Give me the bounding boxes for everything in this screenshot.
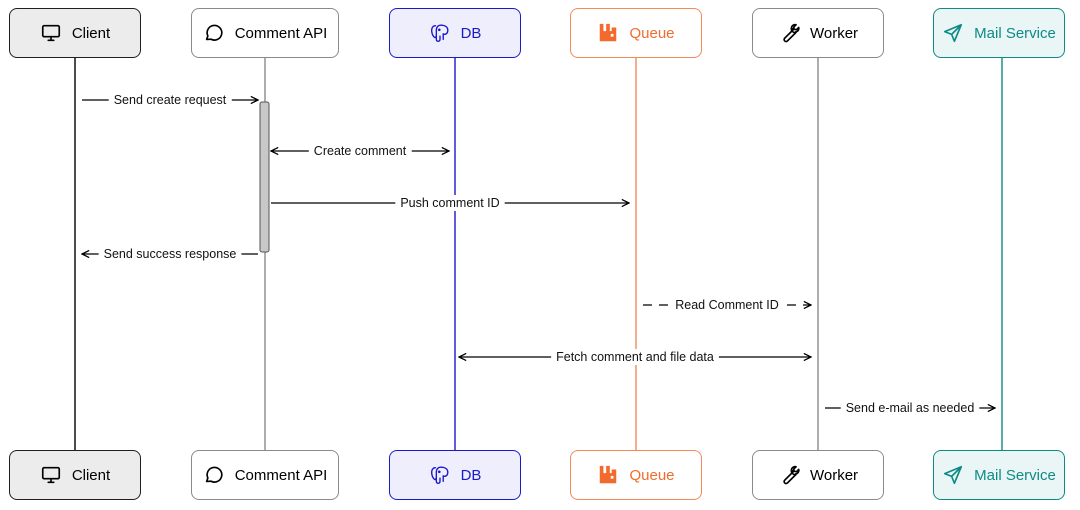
message-label: Send e-mail as needed xyxy=(846,401,975,415)
message-label-bg xyxy=(840,400,980,416)
participant-worker-bottom: Worker xyxy=(752,450,884,500)
chat-bubble-icon xyxy=(203,464,225,486)
send-arrow-icon xyxy=(942,464,964,486)
message-label: Create comment xyxy=(314,144,407,158)
message-label-bg xyxy=(551,349,719,365)
participant-client-top: Client xyxy=(9,8,141,58)
activation-bar xyxy=(259,101,270,253)
message-2: Create comment xyxy=(271,143,449,159)
message-label-bg xyxy=(395,195,505,211)
participant-worker-top: Worker xyxy=(752,8,884,58)
participant-queue-bottom: Queue xyxy=(570,450,702,500)
participant-label: Queue xyxy=(629,24,675,42)
participant-mail-service-bottom: Mail Service xyxy=(933,450,1065,500)
participant-db-top: DB xyxy=(389,8,521,58)
rabbitmq-icon xyxy=(597,464,619,486)
participant-mail-service-top: Mail Service xyxy=(933,8,1065,58)
participant-label: Mail Service xyxy=(974,24,1056,42)
participant-label: Worker xyxy=(809,24,859,42)
chat-bubble-icon xyxy=(203,22,225,44)
message-6: Fetch comment and file data xyxy=(459,349,811,365)
participant-label: DB xyxy=(460,24,482,42)
message-label: Send create request xyxy=(114,93,227,107)
participant-label: DB xyxy=(460,466,482,484)
message-label: Send success response xyxy=(104,247,237,261)
participant-label: Mail Service xyxy=(974,466,1056,484)
participant-comment-api-top: Comment API xyxy=(191,8,339,58)
participant-label: Client xyxy=(71,466,111,484)
participant-label: Worker xyxy=(809,466,859,484)
message-7: Send e-mail as needed xyxy=(825,400,995,416)
monitor-icon xyxy=(40,22,62,44)
rabbitmq-icon xyxy=(597,22,619,44)
participant-label: Comment API xyxy=(234,466,328,484)
postgres-elephant-icon xyxy=(429,464,451,486)
wrench-icon xyxy=(778,464,800,486)
monitor-icon xyxy=(40,464,62,486)
participant-queue-top: Queue xyxy=(570,8,702,58)
message-3: Push comment ID xyxy=(271,195,629,211)
send-arrow-icon xyxy=(942,22,964,44)
message-1: Send create request xyxy=(82,92,258,108)
message-label-bg xyxy=(308,143,412,159)
message-label: Push comment ID xyxy=(400,196,499,210)
participant-client-bottom: Client xyxy=(9,450,141,500)
participant-db-bottom: DB xyxy=(389,450,521,500)
message-5: Read Comment ID xyxy=(643,297,811,313)
participant-comment-api-bottom: Comment API xyxy=(191,450,339,500)
message-label-bg xyxy=(108,92,232,108)
message-4: Send success response xyxy=(82,246,258,262)
message-label-bg xyxy=(98,246,242,262)
wrench-icon xyxy=(778,22,800,44)
postgres-elephant-icon xyxy=(429,22,451,44)
participant-label: Queue xyxy=(629,466,675,484)
message-label-bg xyxy=(670,297,784,313)
message-label: Read Comment ID xyxy=(675,298,779,312)
participant-label: Client xyxy=(71,24,111,42)
message-label: Fetch comment and file data xyxy=(556,350,714,364)
participant-label: Comment API xyxy=(234,24,328,42)
